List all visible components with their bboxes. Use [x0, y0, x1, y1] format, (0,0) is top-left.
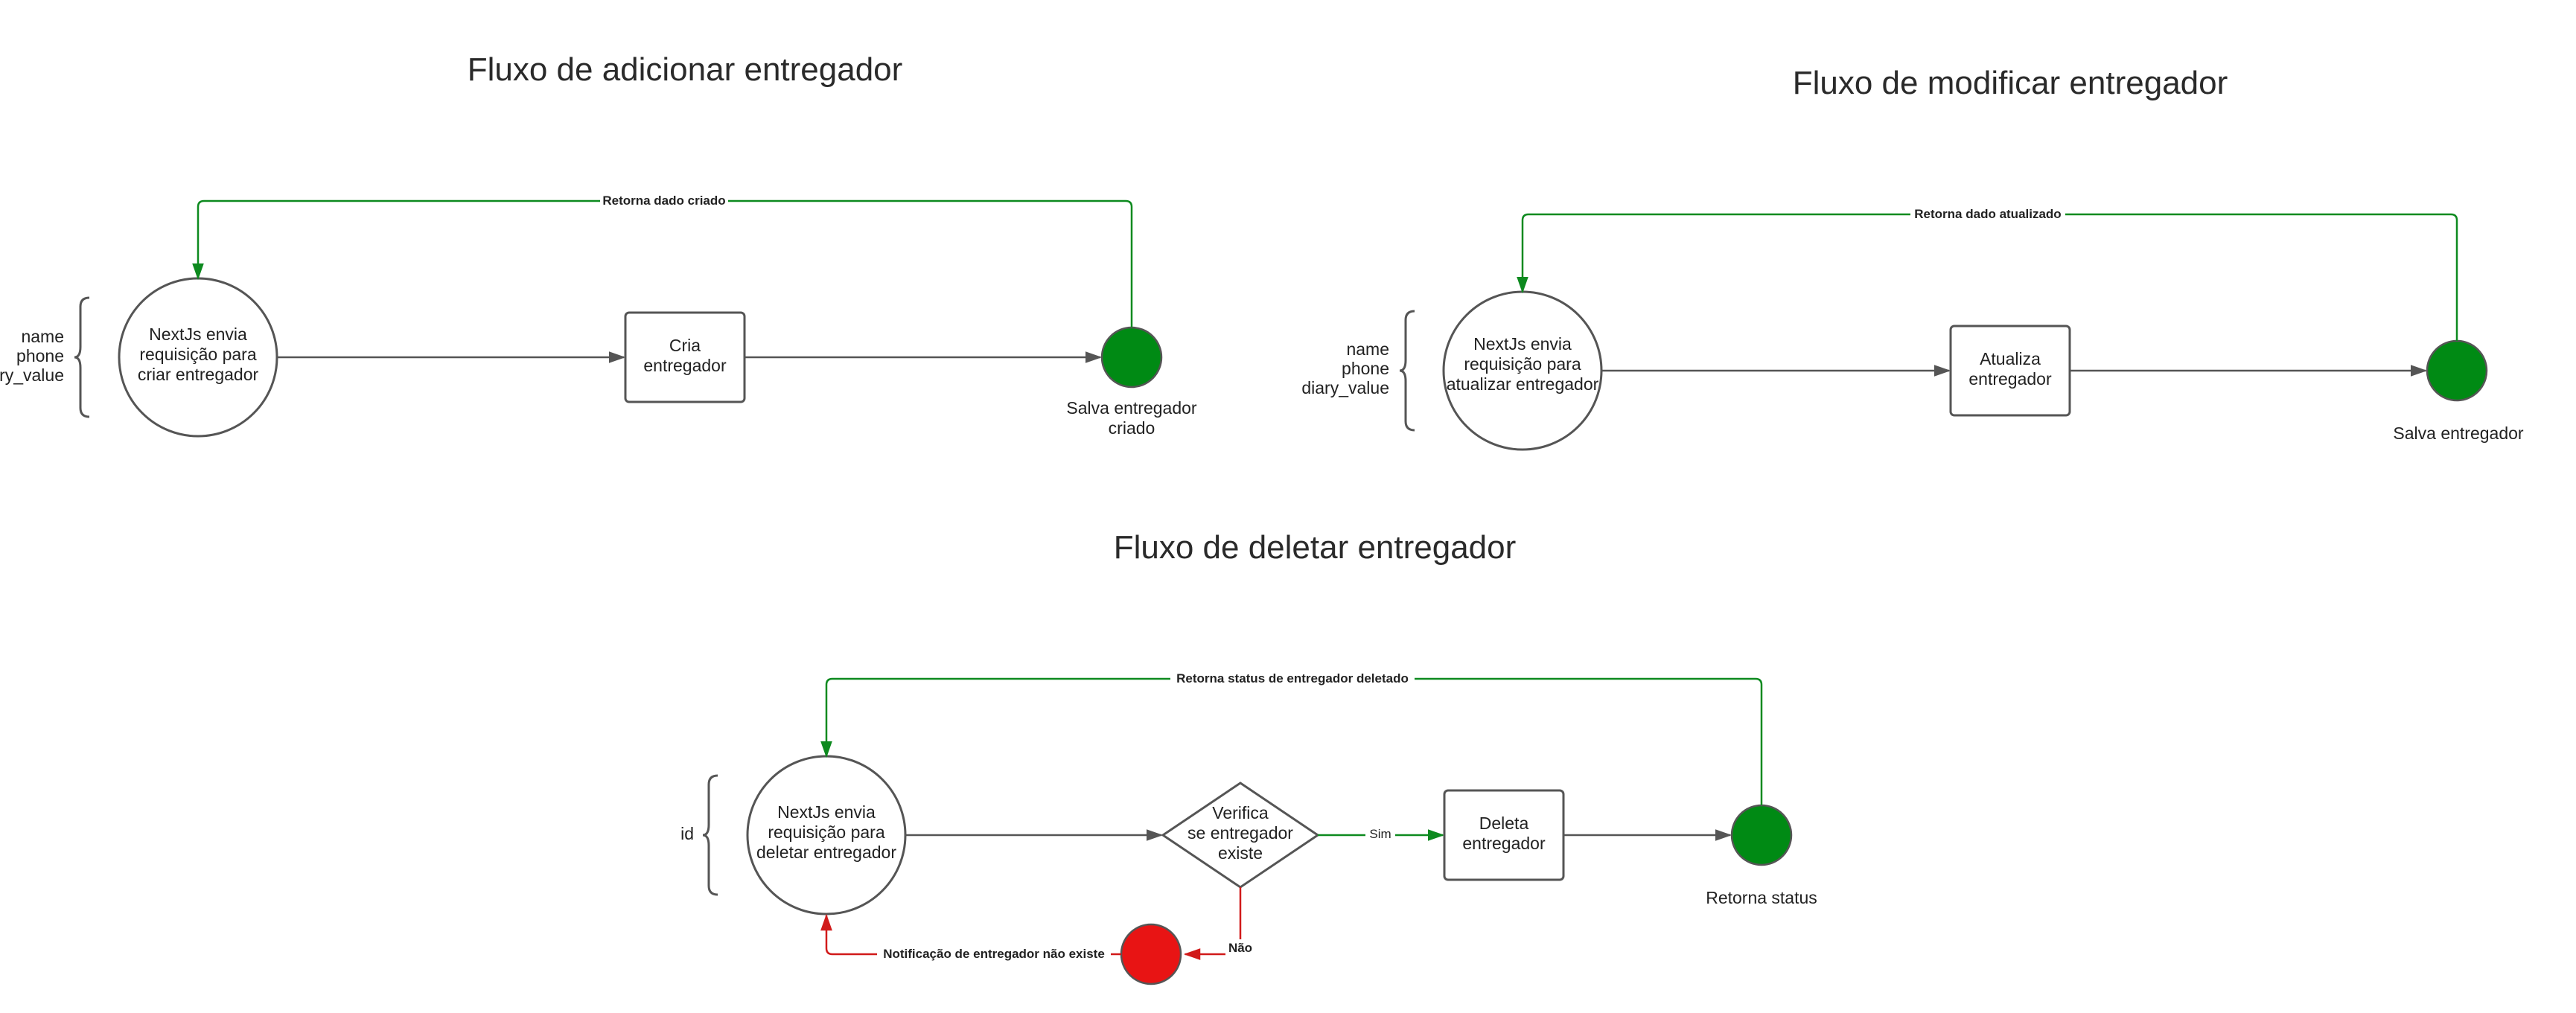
add-end-node	[1100, 326, 1163, 389]
add-process-line-1: Cria	[669, 336, 701, 355]
delete-yes-label-bg	[1365, 826, 1395, 843]
delete-decision-line-1: Verifica	[1212, 803, 1269, 822]
delete-client-line-1: NextJs envia	[777, 802, 876, 822]
add-field-3: ry_value	[0, 365, 64, 385]
modify-process-line-2: entregador	[1968, 369, 2052, 389]
modify-client-line-1: NextJs envia	[1473, 334, 1572, 354]
modify-flow: Fluxo de modificar entregador name phone…	[1301, 65, 2524, 451]
delete-no-label-bg	[1225, 939, 1257, 956]
add-flow-fields: name phone ry_value	[0, 327, 64, 385]
delete-end-caption: Retorna status	[1706, 888, 1817, 907]
modify-return-label: Retorna dado atualizado	[1914, 207, 2061, 221]
add-flow-title: Fluxo de adicionar entregador	[468, 51, 903, 88]
delete-error-label: Notificação de entregador não existe	[883, 947, 1105, 961]
modify-flow-fields: name phone diary_value	[1301, 339, 1389, 397]
delete-decision-line-3: existe	[1218, 843, 1263, 863]
modify-return-arrow	[1517, 213, 2458, 341]
modify-end-caption: Salva entregador	[2393, 424, 2524, 443]
delete-no-label: Não	[1228, 941, 1252, 955]
delete-process-line-1: Deleta	[1479, 814, 1529, 833]
add-process-line-2: entregador	[643, 356, 727, 375]
add-client-line-3: criar entregador	[138, 365, 259, 384]
modify-client-line-3: atualizar entregador	[1447, 374, 1599, 394]
delete-flow: Fluxo de deletar entregador id NextJs en…	[680, 529, 1817, 985]
add-return-label: Retorna dado criado	[602, 194, 725, 208]
add-field-1: name	[21, 327, 64, 346]
delete-return-arrow	[820, 677, 1763, 805]
delete-flow-title: Fluxo de deletar entregador	[1114, 529, 1517, 566]
delete-decision-line-2: se entregador	[1187, 823, 1293, 843]
delete-return-label-bg	[1170, 669, 1415, 687]
modify-end-node	[2426, 339, 2488, 402]
add-return-label-bg	[600, 191, 728, 209]
add-client-line-1: NextJs envia	[149, 325, 247, 344]
modify-field-1: name	[1346, 339, 1389, 359]
modify-return-label-bg	[1910, 205, 2065, 223]
add-field-2: phone	[16, 346, 64, 365]
delete-error-arrow	[820, 913, 1121, 956]
delete-fields-brace	[702, 774, 718, 896]
modify-field-3: diary_value	[1301, 378, 1389, 397]
add-end-caption-2: criado	[1109, 418, 1155, 438]
delete-error-node	[1120, 923, 1182, 985]
delete-return-label: Retorna status de entregador deletado	[1176, 671, 1409, 686]
delete-error-label-bg	[877, 945, 1111, 963]
delete-client-line-3: deletar entregador	[756, 843, 896, 862]
add-flow: Fluxo de adicionar entregador name phone…	[0, 51, 1197, 438]
modify-flow-title: Fluxo de modificar entregador	[1793, 65, 2228, 101]
add-return-arrow	[192, 199, 1133, 327]
modify-process-line-1: Atualiza	[1980, 349, 2041, 368]
add-fields-brace	[74, 296, 90, 418]
add-end-caption-1: Salva entregador	[1066, 398, 1197, 418]
delete-yes-label: Sim	[1369, 827, 1391, 841]
delete-field-id: id	[680, 824, 694, 843]
modify-field-2: phone	[1342, 359, 1389, 378]
modify-fields-brace	[1399, 310, 1415, 432]
delete-client-line-2: requisição para	[768, 822, 884, 842]
delete-end-node	[1730, 804, 1793, 866]
modify-client-line-2: requisição para	[1464, 354, 1581, 374]
delete-process-line-2: entregador	[1462, 834, 1546, 853]
add-client-line-2: requisição para	[139, 345, 256, 364]
